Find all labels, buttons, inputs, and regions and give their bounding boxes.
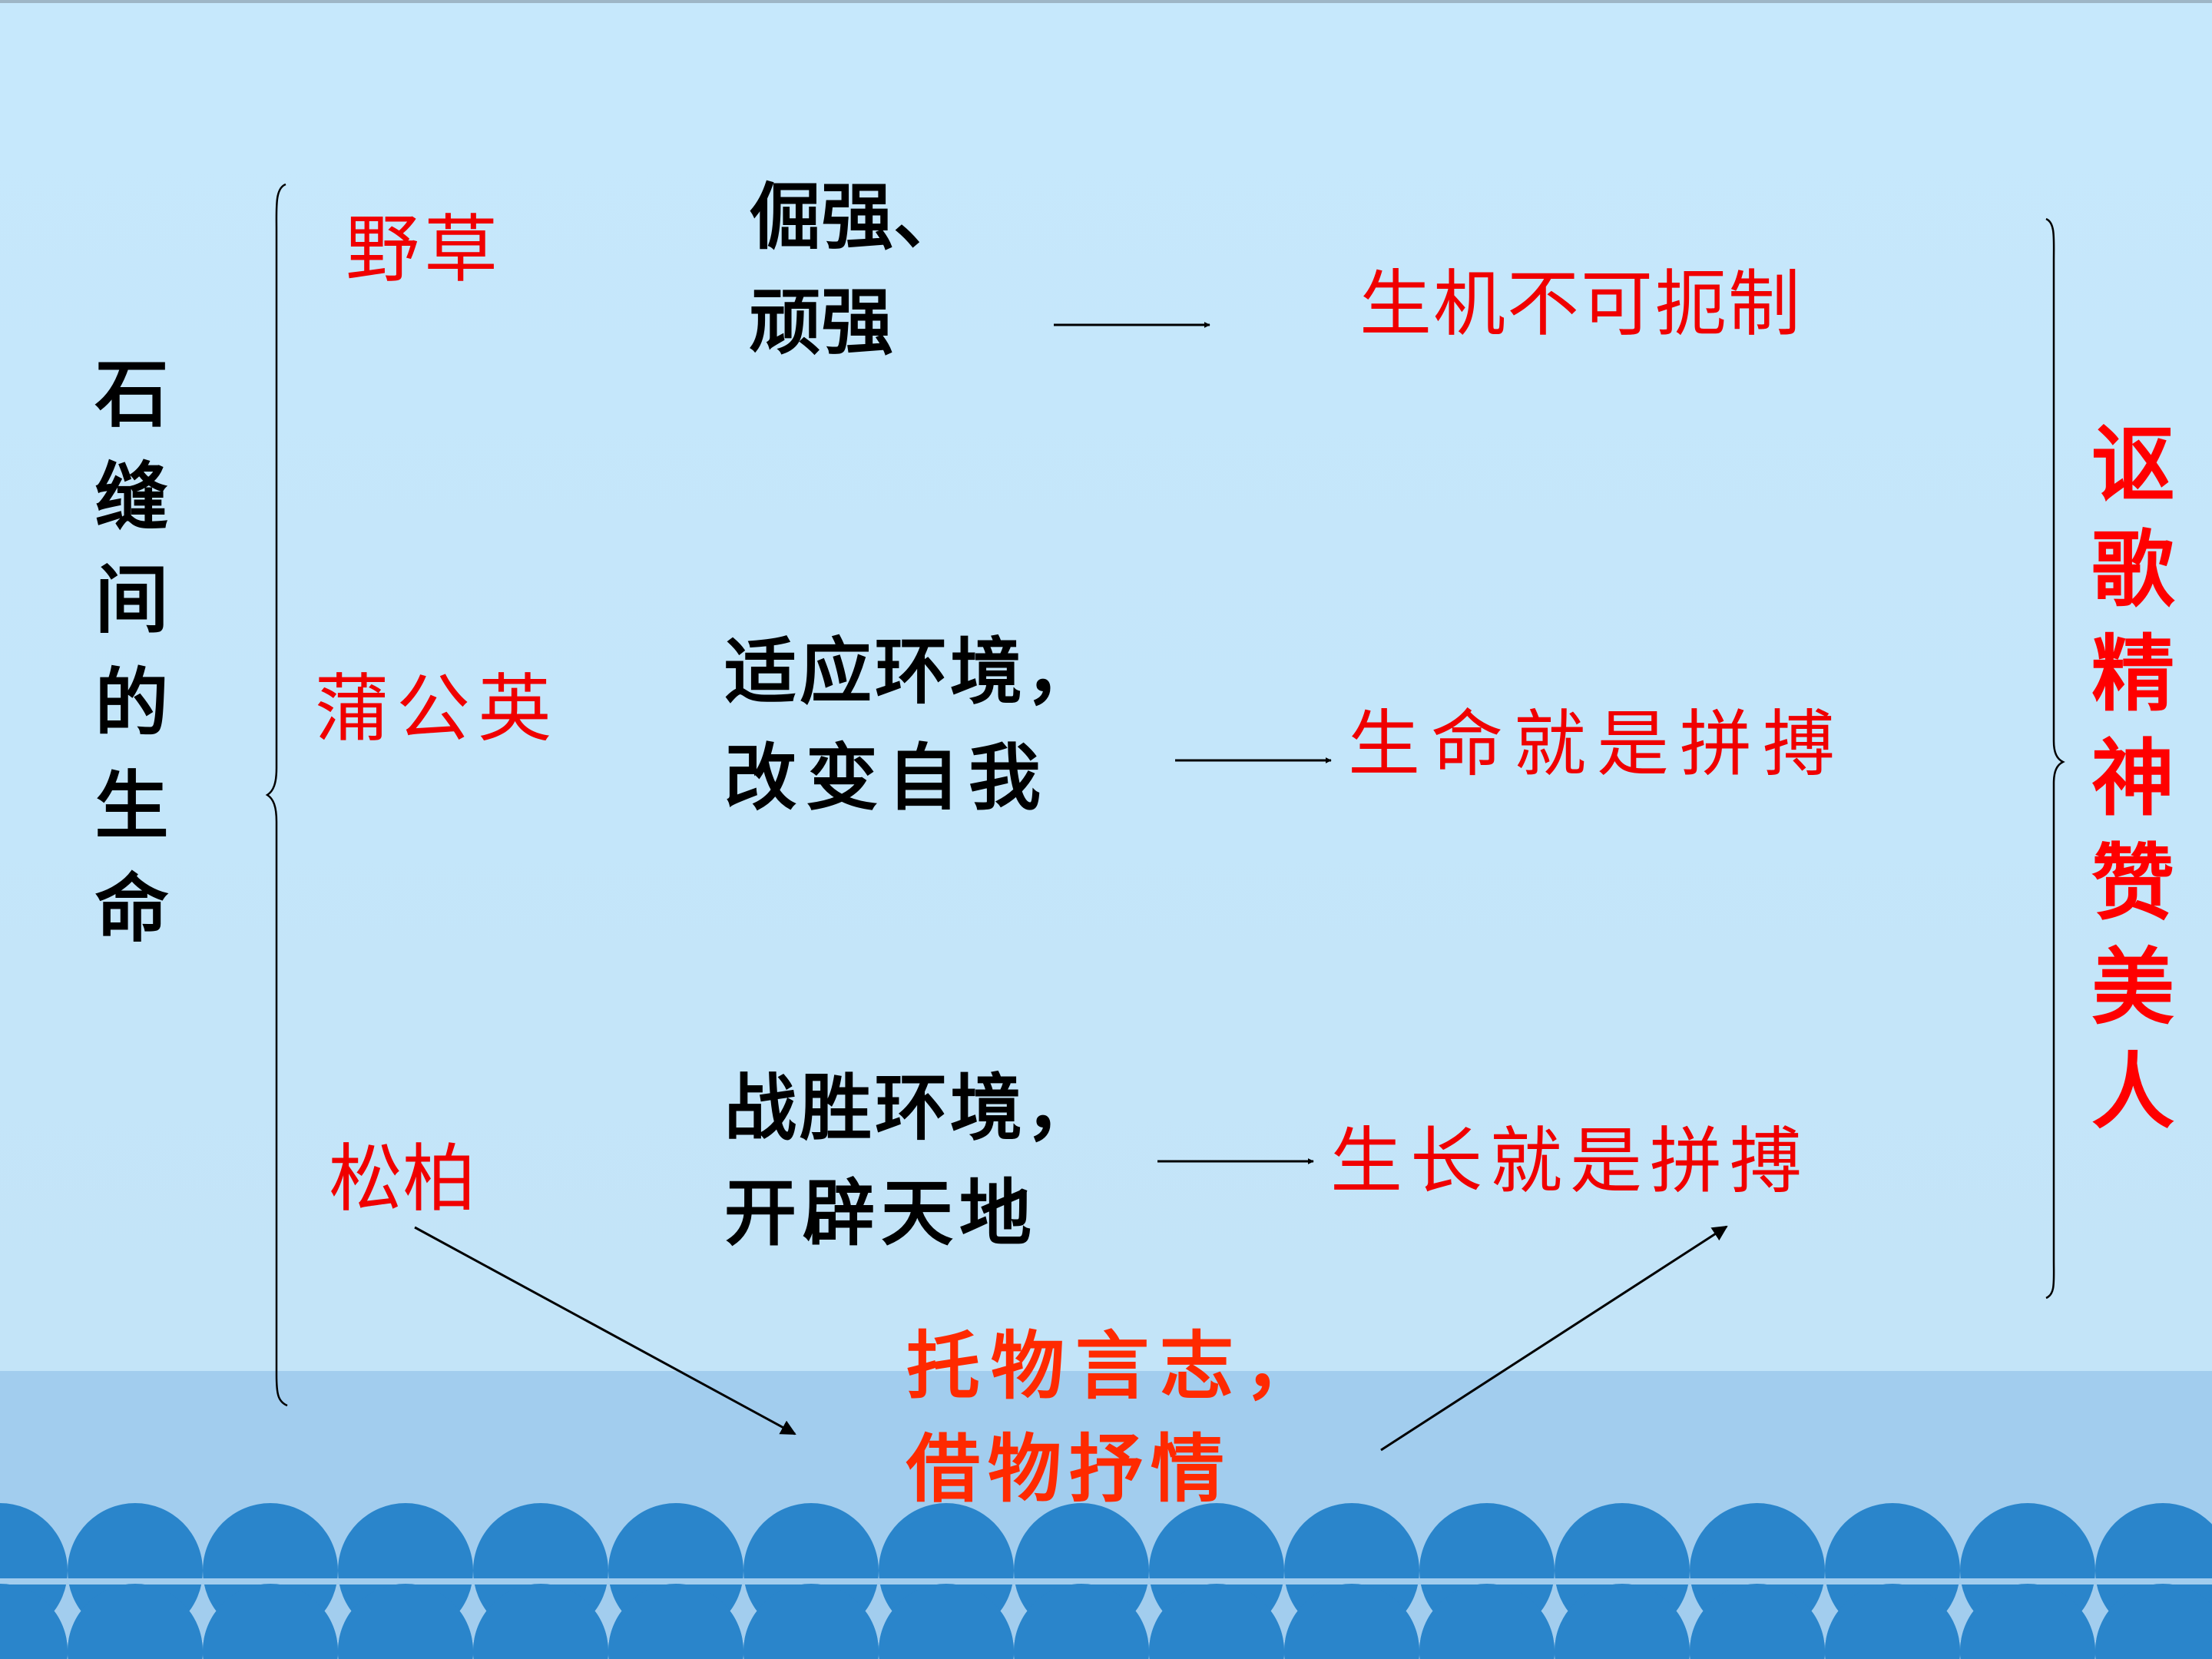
wave-scallop — [1555, 1584, 1690, 1659]
right-vertical-title: 讴歌精神赞美人 — [2078, 421, 2174, 1152]
plant-label-pine: 松柏 — [329, 1136, 476, 1222]
wave-scallop — [338, 1584, 473, 1659]
arrow-up-to-meaning — [1380, 1225, 1728, 1452]
wave-scallop — [0, 1584, 68, 1659]
wave-scallop — [1284, 1584, 1419, 1659]
sky-area — [0, 0, 2212, 1375]
meaning-row1: 生机不可扼制 — [1359, 263, 1803, 346]
top-border — [0, 0, 2212, 3]
technique-line-1: 托物言志， — [906, 1323, 1329, 1409]
meaning-row3: 生长就是拼搏 — [1330, 1120, 1810, 1204]
trait-line-1-row1: 倔强、 — [749, 175, 966, 260]
trait-line-1-row2: 适应环境， — [724, 630, 1101, 714]
wave-scallop — [1825, 1584, 1960, 1659]
trait-line-2-row3: 开辟天地 — [724, 1171, 1038, 1256]
wave-scallop — [1960, 1584, 2095, 1659]
technique-line-2: 借物抒情 — [906, 1426, 1232, 1512]
arrow-down-to-technique — [414, 1226, 796, 1435]
wave-scallop — [608, 1584, 743, 1659]
wave-scallop — [743, 1584, 879, 1659]
trait-line-2-row2: 改变自我 — [724, 736, 1051, 820]
wave-scallop — [2095, 1584, 2212, 1659]
left-brace — [265, 183, 288, 1407]
plant-label-weeds: 野草 — [346, 207, 502, 293]
wave-scallop — [1690, 1584, 1825, 1659]
wave-scallop — [1014, 1584, 1149, 1659]
wave-scallop — [473, 1584, 608, 1659]
trait-line-1-row3: 战胜环境， — [724, 1066, 1101, 1151]
left-vertical-title: 石缝间的生命 — [82, 355, 169, 972]
wave-separator — [0, 1578, 2212, 1584]
wave-scallop — [1419, 1584, 1555, 1659]
trait-line-2-row1: 顽强 — [749, 280, 894, 365]
wave-scallop — [203, 1584, 338, 1659]
wave-scallop — [68, 1584, 203, 1659]
meaning-row2: 生命就是拼搏 — [1348, 703, 1846, 786]
wave-scallop — [1149, 1584, 1284, 1659]
wave-scallop — [879, 1584, 1014, 1659]
right-brace — [2045, 217, 2065, 1300]
plant-label-dandelion: 蒲公英 — [315, 666, 559, 752]
wave-pattern — [0, 1503, 2212, 1659]
